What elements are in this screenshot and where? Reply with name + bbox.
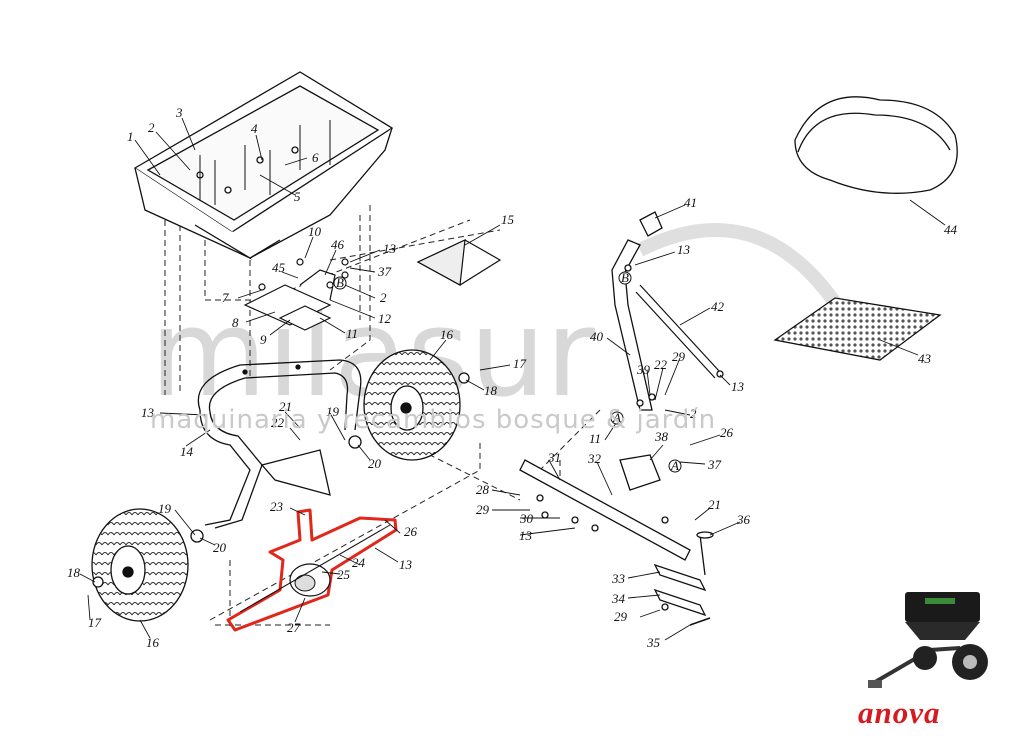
callout-numbers: 1 2 3 4 5 6 10 46 13 45 37 7 2 8 12 9 11… <box>67 105 958 650</box>
callout-37-b: 37 <box>707 457 722 472</box>
callout-24: 24 <box>352 555 366 570</box>
callout-26-a: 26 <box>404 524 418 539</box>
callout-29-a: 29 <box>672 349 686 364</box>
screen-grate <box>773 297 942 361</box>
callout-11-b: 11 <box>589 431 601 446</box>
callout-37-a: 37 <box>377 264 392 279</box>
callout-34: 34 <box>611 591 626 606</box>
callout-40: 40 <box>590 329 604 344</box>
callout-13-f: 13 <box>519 528 533 543</box>
watermark-tagline: maquinaria y recambios bosque & jardín <box>150 405 717 435</box>
callout-16-a: 16 <box>440 327 454 342</box>
hopper <box>133 71 394 260</box>
callout-8: 8 <box>232 315 239 330</box>
callout-4: 4 <box>251 121 258 136</box>
marker-b-1: B <box>336 275 344 290</box>
wheel-bottom <box>91 508 204 622</box>
hitch-bar <box>519 454 714 626</box>
callout-35: 35 <box>646 635 661 650</box>
callout-46: 46 <box>331 237 345 252</box>
callout-42: 42 <box>711 299 725 314</box>
callout-32: 32 <box>587 451 602 466</box>
callout-18-b: 18 <box>67 565 81 580</box>
callout-7: 7 <box>222 290 229 305</box>
callout-38: 38 <box>654 429 669 444</box>
callout-43: 43 <box>918 351 932 366</box>
callout-10: 10 <box>308 224 322 239</box>
callout-21-b: 21 <box>708 497 721 512</box>
gearbox-axle-highlight <box>226 508 398 632</box>
callout-45: 45 <box>272 260 286 275</box>
markers <box>333 271 682 473</box>
callout-41: 41 <box>684 195 697 210</box>
product-photo <box>868 592 988 688</box>
frame <box>197 359 362 529</box>
callout-12: 12 <box>378 311 392 326</box>
callout-13-e: 13 <box>731 379 745 394</box>
callout-21-a: 21 <box>279 399 292 414</box>
gate-assembly <box>243 258 349 331</box>
wheel-top <box>348 349 470 461</box>
callout-13-d: 13 <box>677 242 691 257</box>
callout-28: 28 <box>476 482 490 497</box>
callout-14: 14 <box>180 444 194 459</box>
callout-9: 9 <box>260 332 267 347</box>
callout-33: 33 <box>611 571 626 586</box>
callout-11-a: 11 <box>346 326 358 341</box>
callout-39: 39 <box>636 362 651 377</box>
callout-27: 27 <box>287 620 301 635</box>
callout-16-b: 16 <box>146 635 160 650</box>
callout-30: 30 <box>519 511 534 526</box>
callout-1: 1 <box>127 129 134 144</box>
callout-44: 44 <box>944 222 958 237</box>
callout-23: 23 <box>270 499 284 514</box>
callout-2-b: 2 <box>380 290 387 305</box>
brand-logo: anova <box>858 695 941 730</box>
callout-17-a: 17 <box>513 356 527 371</box>
callout-19-a: 19 <box>326 404 340 419</box>
callout-22-a: 22 <box>271 415 285 430</box>
callout-6: 6 <box>312 150 319 165</box>
leader-lines <box>79 117 946 641</box>
marker-a-1: A <box>612 410 621 425</box>
callout-15: 15 <box>501 212 515 227</box>
callout-18-a: 18 <box>484 383 498 398</box>
callout-31: 31 <box>547 450 561 465</box>
callout-29-b: 29 <box>476 502 490 517</box>
callout-19-b: 19 <box>158 501 172 516</box>
callout-2: 2 <box>148 120 155 135</box>
marker-a-2: A <box>670 458 679 473</box>
callout-5: 5 <box>294 189 301 204</box>
callout-26-b: 26 <box>720 425 734 440</box>
callout-2-c: 2 <box>690 406 697 421</box>
callout-20-b: 20 <box>213 540 227 555</box>
callout-3: 3 <box>175 105 183 120</box>
deflector <box>416 239 502 286</box>
callout-13-c: 13 <box>399 557 413 572</box>
callout-13-b: 13 <box>141 405 155 420</box>
callout-22-b: 22 <box>654 357 668 372</box>
marker-b-2: B <box>621 270 629 285</box>
marker-labels: B A B A A <box>336 270 679 473</box>
callout-20-a: 20 <box>368 456 382 471</box>
callout-36: 36 <box>736 512 751 527</box>
callout-25: 25 <box>337 567 351 582</box>
callout-17-b: 17 <box>88 615 102 630</box>
callout-29-c: 29 <box>614 609 628 624</box>
callout-13-a: 13 <box>383 241 397 256</box>
hopper-cover <box>794 96 958 194</box>
